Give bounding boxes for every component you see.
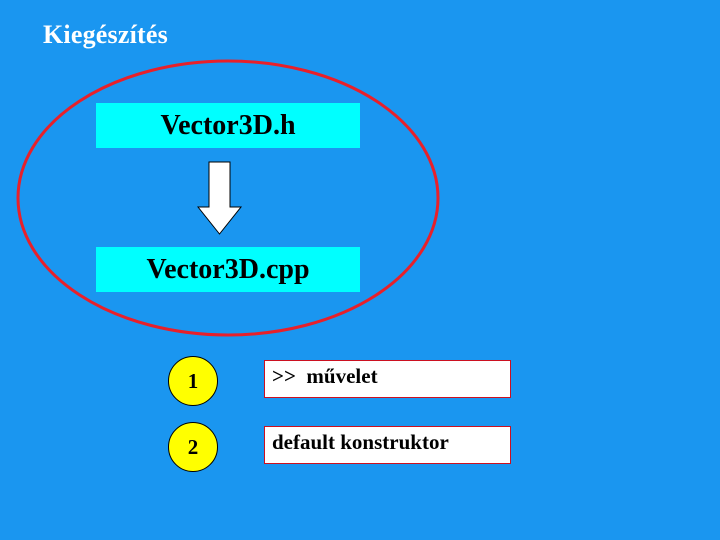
step-number: 1 — [187, 369, 199, 393]
step-number: 2 — [187, 435, 199, 459]
source-file-label: Vector3D.cpp — [146, 254, 310, 285]
slide-title: Kiegészítés — [43, 20, 168, 49]
step-number-badge: 1 — [168, 356, 218, 406]
down-arrow-icon — [197, 161, 243, 235]
step-label-box: default konstruktor — [264, 426, 511, 464]
step-label-box: >> művelet — [264, 360, 511, 398]
source-file-box: Vector3D.cpp — [96, 247, 360, 292]
step-label: >> művelet — [272, 364, 378, 388]
header-file-box: Vector3D.h — [96, 103, 360, 148]
step-number-badge: 2 — [168, 422, 218, 472]
header-file-label: Vector3D.h — [160, 110, 296, 141]
step-label: default konstruktor — [272, 430, 449, 454]
